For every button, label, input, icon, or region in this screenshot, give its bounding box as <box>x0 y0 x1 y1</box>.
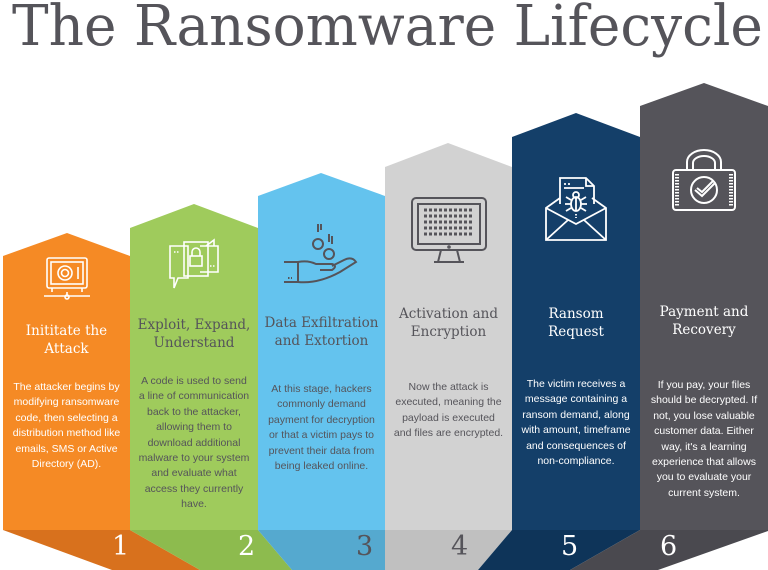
band-3 <box>258 530 385 570</box>
stage-4-number: 4 <box>451 531 469 562</box>
column-2-shape <box>130 204 258 530</box>
stage-3-number: 3 <box>356 531 374 562</box>
encrypted-monitor-icon <box>385 196 512 266</box>
heading-line: Inititate the <box>25 323 108 339</box>
heading-line: Request <box>548 324 604 340</box>
heading-line: Data Exfiltration <box>264 315 379 331</box>
stage-1-heading: Inititate the Attack <box>3 322 130 358</box>
band-2 <box>130 530 292 570</box>
stage-1-description: The attacker begins by modifying ransomw… <box>12 381 121 471</box>
page-title: The Ransomware Lifecycle <box>12 0 763 59</box>
band-1 <box>3 530 200 570</box>
stage-2-description: A code is used to send a line of communi… <box>138 375 250 511</box>
stage-4-heading: Activation and Encryption <box>385 305 512 341</box>
chat-lock-icon <box>130 238 258 294</box>
padlock-check-icon <box>640 148 768 212</box>
stage-3: Data Exfiltration and Extortion At this … <box>258 0 385 570</box>
column-1-shape <box>3 233 130 530</box>
heading-line: Exploit, Expand, <box>137 317 251 333</box>
stage-2-number: 2 <box>238 531 256 562</box>
heading-line: Payment and <box>659 304 749 320</box>
stage-6-number: 6 <box>660 531 678 562</box>
heading-line: Ransom <box>548 306 604 322</box>
heading-line: Activation and <box>399 306 498 322</box>
stage-2-heading: Exploit, Expand, Understand <box>130 316 258 352</box>
stage-2: Exploit, Expand, Understand A code is us… <box>130 0 258 570</box>
stage-6-heading: Payment and Recovery <box>640 303 768 339</box>
band-4 <box>385 530 512 570</box>
stage-6-description: If you pay, your files should be decrypt… <box>650 379 758 499</box>
band-6 <box>570 530 768 570</box>
stage-4-description: Now the attack is executed, meaning the … <box>393 381 504 440</box>
heading-line: Attack <box>44 341 89 357</box>
heading-line: Encryption <box>410 324 487 340</box>
stage-5: Ransom Request The victim receives a mes… <box>512 0 640 570</box>
heading-line: Recovery <box>672 322 736 338</box>
band-5 <box>478 530 640 570</box>
stage-1-number: 1 <box>112 531 130 562</box>
safe-network-icon <box>3 256 130 304</box>
heading-line: and Extortion <box>274 333 369 349</box>
stage-4: Activation and Encryption Now the attack… <box>385 0 512 570</box>
stage-3-description: At this stage, hackers commonly demand p… <box>268 383 375 473</box>
heading-line: Understand <box>153 335 235 351</box>
hand-coins-icon <box>258 222 385 294</box>
stage-5-heading: Ransom Request <box>512 305 640 341</box>
stage-6: Payment and Recovery If you pay, your fi… <box>640 0 768 570</box>
column-5-shape <box>512 113 640 530</box>
stage-5-description: The victim receives a message containing… <box>521 378 631 468</box>
envelope-bug-icon <box>512 176 640 242</box>
stage-1: Inititate the Attack The attacker begins… <box>3 0 130 570</box>
stage-3-heading: Data Exfiltration and Extortion <box>258 314 385 350</box>
stage-5-number: 5 <box>561 531 579 562</box>
